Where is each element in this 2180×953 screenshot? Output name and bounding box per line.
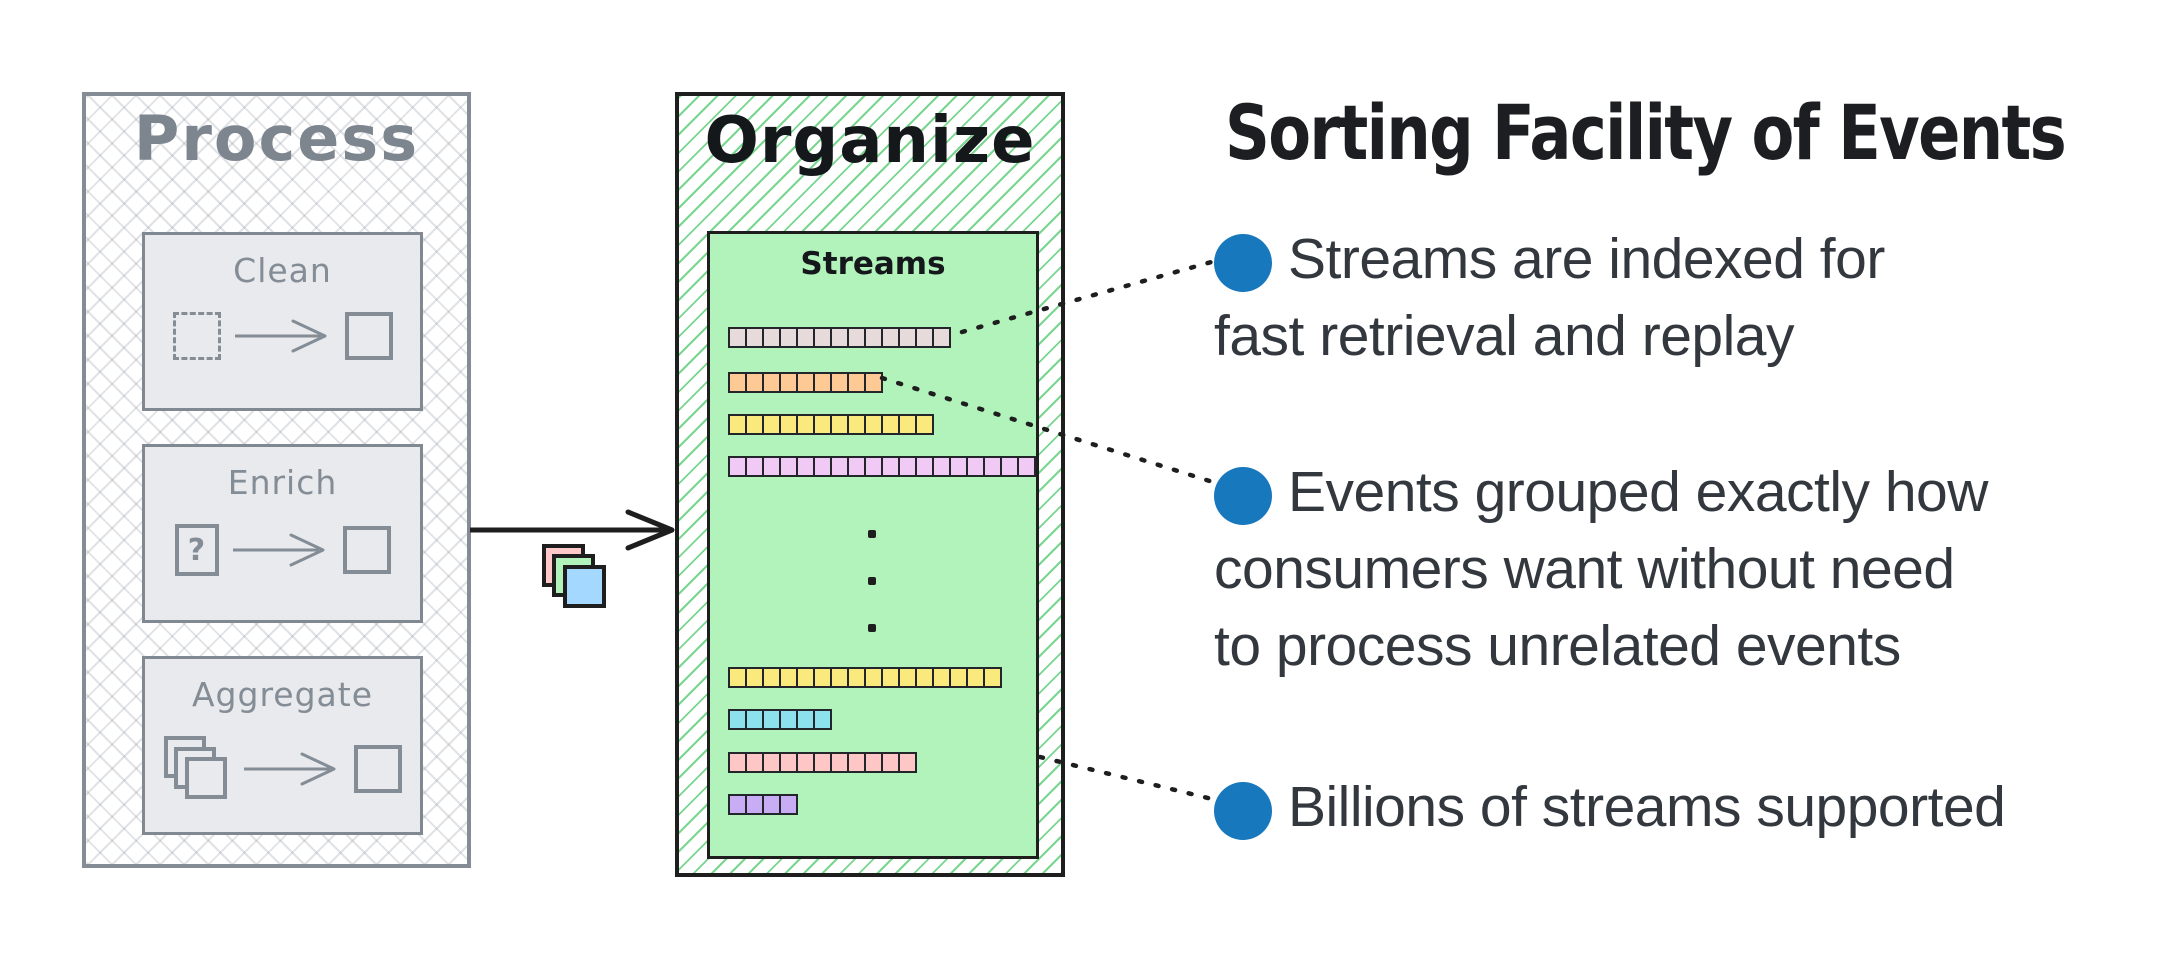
flow-arrow-icon xyxy=(470,509,675,551)
stream-cell xyxy=(915,414,934,435)
enrich-icon-row: ? xyxy=(145,524,420,576)
organize-container: Organize Streams xyxy=(675,92,1065,877)
bullet-dot-icon xyxy=(1214,782,1272,840)
step-label: Aggregate xyxy=(191,675,374,714)
bullet-dot-icon xyxy=(1214,467,1272,525)
ellipsis-dot xyxy=(868,530,876,538)
bullet-dot-icon xyxy=(1214,234,1272,292)
streams-label: Streams xyxy=(800,246,946,282)
stream-row xyxy=(728,709,832,730)
process-step-enrich: Enrich ? xyxy=(142,444,423,623)
question-square-icon: ? xyxy=(174,524,219,576)
ellipsis-dot xyxy=(868,624,876,632)
bullet-item-2: Events grouped exactly how consumers wan… xyxy=(1214,454,2114,685)
stream-cell xyxy=(864,372,883,393)
stream-row xyxy=(728,372,883,393)
process-step-aggregate: Aggregate xyxy=(142,656,423,835)
process-title: Process xyxy=(133,102,420,175)
clean-icon-row xyxy=(145,312,420,360)
bullet-text: fast retrieval and replay xyxy=(1214,304,1794,368)
stream-cell xyxy=(779,794,798,815)
arrow-right-icon xyxy=(243,752,335,786)
aggregate-icon-row xyxy=(145,736,420,802)
ellipsis-dot xyxy=(868,577,876,585)
stream-row xyxy=(728,456,1036,477)
page-title: Sorting Facility of Events xyxy=(1225,88,2067,177)
bullet-text: Billions of streams supported xyxy=(1288,775,2006,839)
stream-row xyxy=(728,667,1002,688)
bullet-item-3: Billions of streams supported xyxy=(1214,769,2114,846)
streams-panel: Streams xyxy=(707,231,1039,859)
bullet-text: consumers want without need xyxy=(1214,537,1955,601)
bullet-text: to process unrelated events xyxy=(1214,614,1901,678)
bullet-text: Streams are indexed for xyxy=(1288,227,1885,291)
ellipsis-dots xyxy=(868,530,878,640)
dotted-line-3 xyxy=(1037,754,1215,802)
stream-row xyxy=(728,794,798,815)
step-label: Enrich xyxy=(227,463,338,502)
bullet-item-1: Streams are indexed for fast retrieval a… xyxy=(1214,221,2114,375)
arrow-right-icon xyxy=(234,319,326,353)
organize-title: Organize xyxy=(704,104,1036,178)
stream-row xyxy=(728,327,951,348)
square-icon xyxy=(342,526,391,574)
event-square-blue xyxy=(563,565,606,608)
stream-cell xyxy=(932,327,951,348)
stream-cell xyxy=(983,667,1002,688)
stream-cell xyxy=(898,752,917,773)
events-stack-icon xyxy=(542,544,608,610)
stream-row xyxy=(728,414,934,435)
bullet-text: Events grouped exactly how xyxy=(1288,460,1988,524)
arrow-right-icon xyxy=(232,533,324,567)
square-icon xyxy=(353,745,402,793)
stream-cell xyxy=(813,709,832,730)
stream-cell xyxy=(1017,456,1036,477)
dashed-square-icon xyxy=(172,312,221,360)
process-container: Process Clean Enrich ? xyxy=(82,92,471,868)
stacked-squares-icon xyxy=(163,736,230,802)
step-label: Clean xyxy=(233,251,332,290)
process-step-clean: Clean xyxy=(142,232,423,411)
square-icon xyxy=(344,312,393,360)
stream-row xyxy=(728,752,917,773)
